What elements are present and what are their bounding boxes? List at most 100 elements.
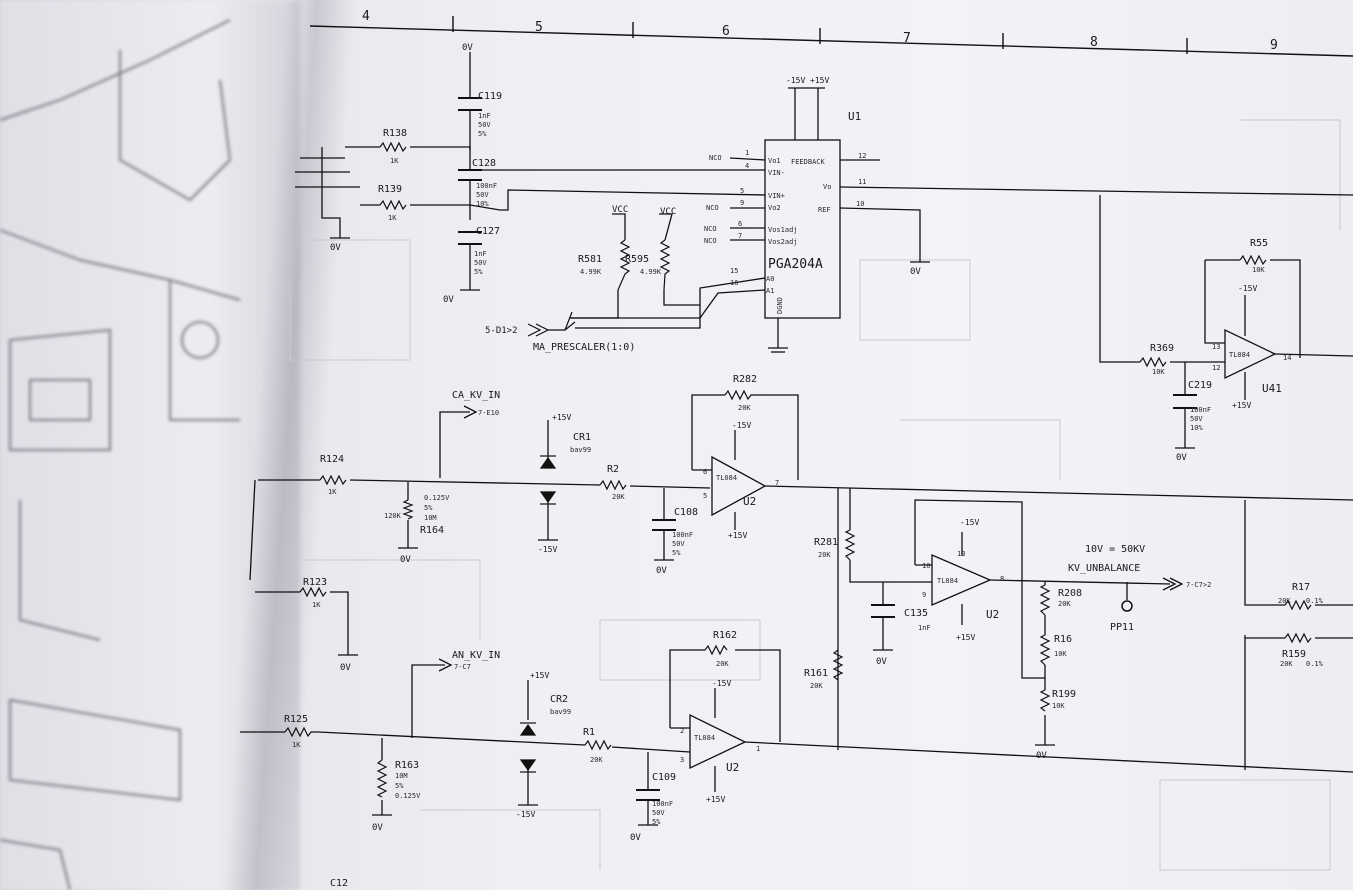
u1-plus15: +15V: [810, 76, 829, 85]
middle-section-wires: [249, 394, 1353, 770]
u41-vneg: -15V: [1238, 284, 1257, 293]
c219-val1: 100nF: [1190, 406, 1211, 414]
u2a-ref: U2: [743, 495, 756, 508]
u41-pin-12: 12: [1212, 364, 1220, 372]
r208-val: 20K: [1058, 600, 1071, 608]
u2b-pin-9: 9: [922, 591, 926, 599]
bus-tag-5-d1: 5-D1>2: [485, 326, 518, 336]
r16-val: 10K: [1054, 650, 1067, 658]
u1-pnum-9: 9: [740, 199, 744, 207]
column-4-label: 4: [362, 9, 370, 24]
r164-val3: 10M: [424, 514, 437, 522]
r162-ref: R162: [713, 630, 737, 641]
c128-ref: C128: [472, 158, 496, 169]
c119-val3: 5%: [478, 130, 487, 138]
u1-pin-vin-plus: VIN+: [768, 192, 785, 200]
u1-pnum-16: 16: [730, 279, 738, 287]
bottom-resistors: [284, 644, 844, 798]
u1-pnum-1: 1: [745, 149, 749, 157]
r164-gnd: 0V: [400, 555, 411, 565]
u1-pin-vo: Vo: [823, 183, 831, 191]
r123-val: 1K: [312, 601, 321, 609]
c128-val2: 50V: [476, 191, 489, 199]
r369-val: 10K: [1152, 368, 1165, 376]
scale-note: 10V = 50KV: [1085, 544, 1145, 555]
r16-ref: R16: [1054, 634, 1072, 645]
u2a-pin-6: 6: [703, 468, 707, 476]
r581-val: 4.99K: [580, 268, 602, 276]
u1-nc-4: NCO: [704, 237, 717, 245]
r139-val: 1K: [388, 214, 397, 222]
u1-pnum-5: 5: [740, 187, 744, 195]
top-capacitors: [458, 97, 1197, 409]
r2-ref: R2: [607, 464, 619, 475]
r124-val: 1K: [328, 488, 337, 496]
r199-val: 10K: [1052, 702, 1065, 710]
u2a-vpos: +15V: [728, 531, 747, 540]
middle-resistors: [299, 389, 1312, 712]
r164-val2: 5%: [424, 504, 433, 512]
c135-gnd: 0V: [876, 657, 887, 667]
cr1-diodes: [539, 455, 557, 505]
r139-ref: R139: [378, 184, 402, 195]
r161-val: 20K: [810, 682, 823, 690]
r125-ref: R125: [284, 714, 308, 725]
r138-ref: R138: [383, 128, 407, 139]
u1-pin-vos1adj: Vos1adj: [768, 226, 798, 234]
r159-ref: R159: [1282, 649, 1306, 660]
left-page-blurred: [0, 0, 300, 890]
u1-pnum-7: 7: [738, 232, 742, 240]
r138-val: 1K: [390, 157, 399, 165]
r282-ref: R282: [733, 374, 757, 385]
r17-val: 20K: [1278, 597, 1291, 605]
vcc-label-b: VCC: [660, 207, 676, 217]
c108-val3: 5%: [672, 549, 681, 557]
r123-gnd: 0V: [340, 663, 351, 673]
u41-vpos: +15V: [1232, 401, 1251, 410]
u1-ref: U1: [848, 110, 861, 123]
c109-ref: C109: [652, 772, 676, 783]
u2b-pin-13: 13: [957, 550, 965, 558]
u1-pnum-10: 10: [856, 200, 864, 208]
r159-val: 20K: [1280, 660, 1293, 668]
bottom-capacitors: [636, 789, 660, 801]
top-section-wires: [295, 52, 1353, 449]
c108-gnd: 0V: [656, 566, 667, 576]
r281-val: 20K: [818, 551, 831, 559]
r581-ref: R581: [578, 254, 602, 265]
c108-val1: 100nF: [672, 531, 693, 539]
c108-ref: C108: [674, 507, 698, 518]
u2c-ref: U2: [726, 761, 739, 774]
r369-ref: R369: [1150, 343, 1174, 354]
r164-ref: R164: [420, 525, 444, 536]
r159-tol: 0.1%: [1306, 660, 1324, 668]
column-5-label: 5: [535, 20, 543, 35]
c108-val2: 50V: [672, 540, 685, 548]
c119-val1: 1nF: [478, 112, 491, 120]
u1-nc-2: NCO: [706, 204, 719, 212]
r1-ref: R1: [583, 727, 595, 738]
c127-val3: 5%: [474, 268, 483, 276]
c119-ref: C119: [478, 91, 502, 102]
cr2-plus15: +15V: [530, 671, 549, 680]
c12-ref: C12: [330, 878, 348, 889]
r163-ref: R163: [395, 760, 419, 771]
r163-val2: 5%: [395, 782, 404, 790]
u2b-vneg: -15V: [960, 518, 979, 527]
u1-pnum-15: 15: [730, 267, 738, 275]
u2c-pin-2: 2: [680, 727, 684, 735]
pp11-label: PP11: [1110, 622, 1134, 633]
kv-out-tag: 7-C7>2: [1186, 581, 1211, 589]
r125-val: 1K: [292, 741, 301, 749]
u2c-pin-3: 3: [680, 756, 684, 764]
u41-ref: U41: [1262, 382, 1282, 395]
c119-top-0v: 0V: [462, 43, 473, 53]
kv-unbalance-label: KV_UNBALANCE: [1068, 563, 1140, 574]
vcc-label-a: VCC: [612, 205, 628, 215]
c128-val1: 100nF: [476, 182, 497, 190]
r595-val: 4.99K: [640, 268, 662, 276]
u1-pin-a0: A0: [766, 275, 774, 283]
c135-ref: C135: [904, 608, 928, 619]
u41-part: TL084: [1229, 351, 1250, 359]
r2-val: 20K: [612, 493, 625, 501]
